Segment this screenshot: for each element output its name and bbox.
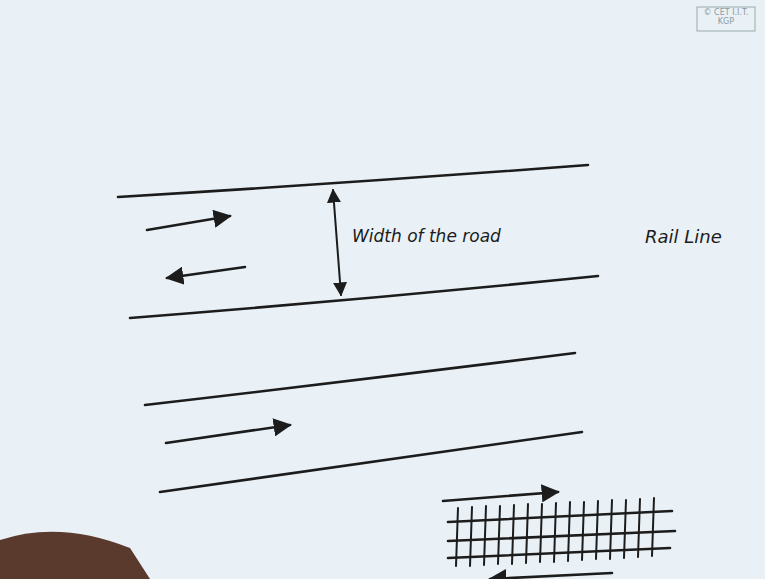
traffic-arrow: [166, 425, 290, 443]
rail-sleepers: [456, 498, 654, 566]
traffic-arrow: [147, 216, 230, 230]
road-edge: [130, 276, 598, 318]
road-edge: [118, 165, 588, 197]
hand: [0, 532, 150, 579]
rail: [448, 531, 675, 541]
traffic-arrow: [167, 267, 245, 278]
road-edge: [160, 432, 582, 492]
rail: [448, 548, 670, 558]
dimension-arrow: [333, 190, 341, 295]
road-edge: [145, 353, 575, 405]
rail-label: Rail Line: [645, 226, 722, 247]
watermark-box: [697, 7, 755, 31]
watermark: © CET I.I.T. KGP: [699, 9, 753, 27]
train-arrow: [490, 573, 612, 579]
dimension-label: Width of the road: [352, 226, 501, 246]
train-arrow: [443, 492, 558, 501]
